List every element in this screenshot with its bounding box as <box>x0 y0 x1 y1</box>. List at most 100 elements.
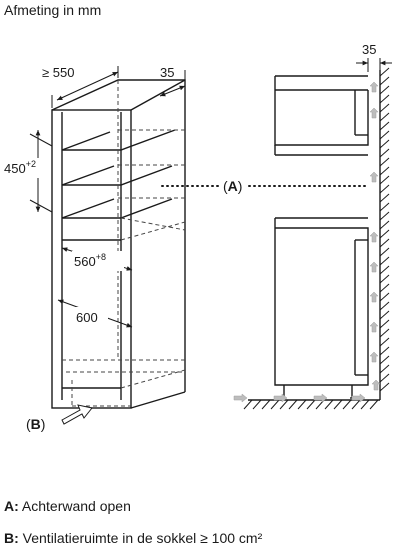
wall-hatch-line <box>379 103 390 113</box>
wall-hatch-line <box>379 211 390 221</box>
airflow-up-arrow-icon <box>369 107 379 119</box>
niche-top-back <box>61 165 115 186</box>
diagram-title: Afmeting in mm <box>4 2 102 18</box>
wall-hatch-line <box>379 310 390 320</box>
wall-hatch-line <box>379 220 390 230</box>
floor-hatch-line <box>369 399 379 410</box>
hidden-niche-floor <box>120 217 186 231</box>
airflow-right-arrow-icon <box>313 393 328 403</box>
airflow-right-arrow-icon <box>233 393 248 403</box>
airflow-arrows <box>233 81 381 403</box>
wall-hatch-line <box>379 94 390 104</box>
wall-hatch-line <box>379 382 390 392</box>
floor-hatch-line <box>297 399 307 410</box>
airflow-up-arrow-icon <box>369 351 379 363</box>
wall-hatch-line <box>379 193 390 203</box>
wall-hatch-line <box>379 139 390 149</box>
wall-hatch-line <box>379 265 390 275</box>
wall-hatch-line <box>379 238 390 248</box>
dim-gap-left-line <box>159 85 186 97</box>
floor-hatching <box>243 399 379 410</box>
wall-hatch-line <box>379 328 390 338</box>
floor-hatch-line <box>252 399 262 410</box>
airflow-up-arrow-icon <box>369 261 379 273</box>
wall-hatching <box>379 67 390 392</box>
b-arrow-icon <box>61 404 93 425</box>
dim-height-label-bg <box>2 158 50 178</box>
floor-hatch-line <box>342 399 352 410</box>
niche-top-shelf <box>62 165 173 186</box>
floor-hatch-line <box>261 399 271 410</box>
legend-a: A: Achterwand open <box>4 498 131 514</box>
wall-hatch-line <box>379 319 390 329</box>
airflow-right-arrow-icon <box>273 393 288 403</box>
cabinet-bottom-edge <box>130 391 186 409</box>
floor-hatch-line <box>333 399 343 410</box>
wall-hatch-line <box>379 292 390 302</box>
airflow-up-arrow-icon <box>369 81 379 93</box>
side-section <box>274 75 369 399</box>
dim-depth-label: ≥ 550 <box>42 65 74 80</box>
dim-cabinet-width-label: 600 <box>76 310 98 325</box>
airflow-up-arrow-icon <box>369 321 379 333</box>
lower-compartment <box>274 227 369 386</box>
wall-hatch-line <box>379 256 390 266</box>
hidden-lines <box>62 80 186 407</box>
airflow-up-arrow-icon <box>369 291 379 303</box>
floor-hatch-line <box>288 399 298 410</box>
wall-hatch-line <box>379 166 390 176</box>
wall-hatch-line <box>379 121 390 131</box>
airflow-right-arrow-icon <box>351 393 366 403</box>
legend-b-key: B: <box>4 530 19 546</box>
dim-600-label-bg <box>74 307 108 327</box>
wall-hatch-line <box>379 247 390 257</box>
wall-hatch-line <box>379 355 390 365</box>
wall-hatch-line <box>379 175 390 185</box>
wall-hatch-line <box>379 85 390 95</box>
marker-a: (A) <box>223 178 242 194</box>
dim-width-label-bg <box>72 251 124 271</box>
floor-hatch-line <box>306 399 316 410</box>
legend-a-key: A: <box>4 498 19 514</box>
wall-hatch-line <box>379 202 390 212</box>
legend-b-text: Ventilatieruimte in de sokkel ≥ 100 cm² <box>22 530 263 546</box>
dim-gap-right-label: 35 <box>362 42 376 57</box>
wall-hatch-line <box>379 346 390 356</box>
floor-hatch-line <box>351 399 361 410</box>
niche-bottom-shelf <box>62 198 173 219</box>
upper-compartment <box>274 76 369 146</box>
wall-hatch-line <box>379 157 390 167</box>
dim-depth-line <box>56 71 119 101</box>
floor-hatch-line <box>279 399 289 410</box>
wall-hatch-line <box>379 283 390 293</box>
wall-hatch-line <box>379 373 390 383</box>
airflow-up-arrow-icon <box>369 231 379 243</box>
wall-hatch-line <box>379 301 390 311</box>
wall-hatch-line <box>379 76 390 86</box>
wall-hatch-line <box>379 67 390 77</box>
dim-height-ext-1 <box>29 133 53 147</box>
dim-height-ext-2 <box>29 199 53 213</box>
wall-hatch-line <box>379 337 390 347</box>
wall-hatch-line <box>379 184 390 194</box>
floor-hatch-line <box>360 399 370 410</box>
wall-hatch-line <box>379 229 390 239</box>
marker-b: (B) <box>26 416 45 432</box>
airflow-up-arrow-icon <box>371 379 381 391</box>
installation-diagram: ≥ 550 35 450+2 560+8 600 (A) (B) <box>2 42 392 432</box>
legend-b: B: Ventilatieruimte in de sokkel ≥ 100 c… <box>4 530 262 546</box>
niche-bottom-back <box>61 198 115 219</box>
dim-depth <box>51 66 119 108</box>
wall-hatch-line <box>379 364 390 374</box>
floor-hatch-line <box>270 399 280 410</box>
upper-shelf-back <box>61 131 111 151</box>
dim-gap-right <box>356 58 392 72</box>
wall-hatch-line <box>379 148 390 158</box>
dim-gap-left <box>159 70 186 97</box>
dim-niche-height-label: 450+2 <box>4 159 36 176</box>
legend-a-text: Achterwand open <box>21 498 131 514</box>
floor-hatch-line <box>243 399 253 410</box>
upper-shelf <box>62 129 176 151</box>
wall-hatch-line <box>379 130 390 140</box>
airflow-up-arrow-icon <box>369 171 379 183</box>
